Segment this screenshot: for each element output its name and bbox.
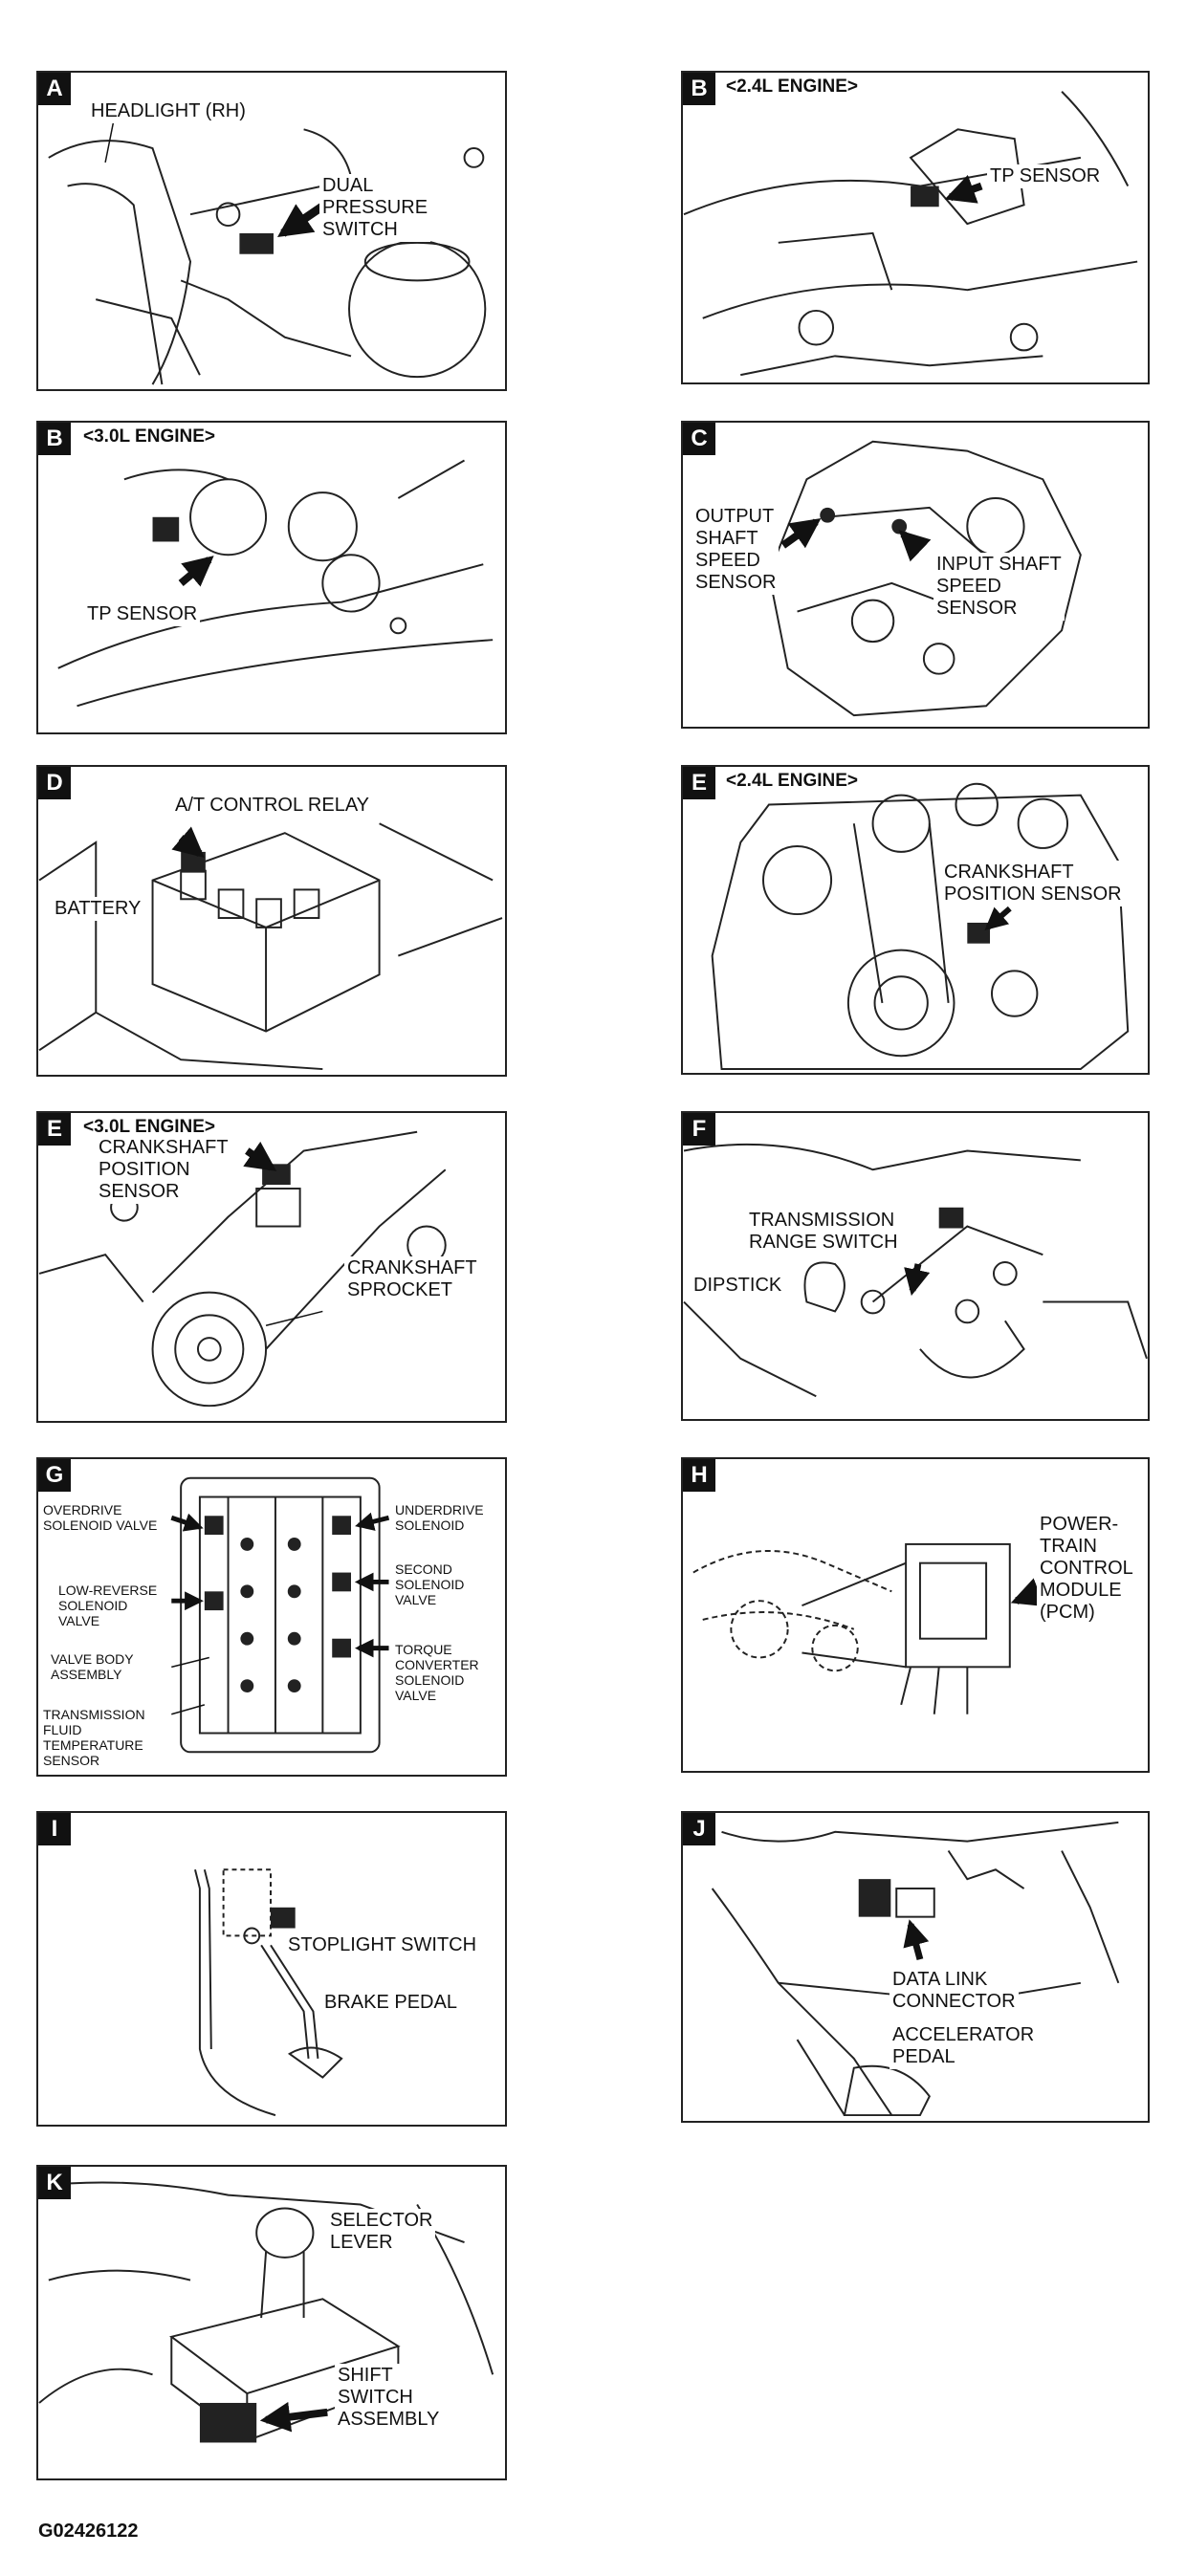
panel-f-letter: F	[683, 1113, 715, 1146]
overdrive-solenoid-valve-label: OVERDRIVE SOLENOID VALVE	[40, 1501, 161, 1534]
crankshaft-position-sensor-2-4l-label: CRANKSHAFT POSITION SENSOR	[941, 861, 1125, 906]
second-solenoid-valve-label: SECOND SOLENOID VALVE	[392, 1561, 468, 1608]
panel-k-letter: K	[38, 2167, 71, 2199]
panel-b30-header: <3.0L ENGINE>	[80, 426, 218, 448]
panel-b-tp-sensor-2-4l: B <2.4L ENGINE> TP SENSOR	[681, 71, 1150, 384]
low-reverse-solenoid-valve-label: LOW-REVERSE SOLENOID VALVE	[55, 1582, 161, 1629]
underdrive-solenoid-label: UNDERDRIVE SOLENOID	[392, 1501, 487, 1534]
crankshaft-position-sensor-3-0l-label: CRANKSHAFT POSITION SENSOR	[96, 1136, 231, 1204]
dipstick-label: DIPSTICK	[691, 1274, 785, 1298]
panel-i-illustration	[194, 1868, 343, 2117]
input-shaft-speed-sensor-label: INPUT SHAFT SPEED SENSOR	[933, 553, 1065, 621]
panel-f-illustration	[683, 1143, 1148, 1398]
selector-lever-label: SELECTOR LEVER	[327, 2209, 436, 2255]
panel-c-speed-sensors: C OUTPUT SHAFT SPEED SENSOR INPUT SHAFT …	[681, 421, 1150, 729]
panel-k-shift-switch-assembly: K SELECTOR LEVER SHIFT SWITCH ASSEMBLY	[36, 2165, 507, 2480]
panel-b24-illustration	[683, 91, 1138, 377]
panel-d-letter: D	[38, 767, 71, 799]
transmission-fluid-temperature-sensor-label: TRANSMISSION FLUID TEMPERATURE SENSOR	[40, 1706, 148, 1769]
crankshaft-sprocket-label: CRANKSHAFT SPROCKET	[344, 1256, 480, 1302]
panel-g-illustration	[170, 1476, 390, 1754]
panel-e24-letter: E	[683, 767, 715, 799]
panel-e-crankshaft-sensor-3-0l: E <3.0L ENGINE> CRANKSHAFT POSITION SENS…	[36, 1111, 507, 1423]
accelerator-pedal-label: ACCELERATOR PEDAL	[890, 2023, 1038, 2069]
panel-a-dual-pressure-switch: A HEADLIGHT (RH) DUAL PRESSURE SWITCH	[36, 71, 507, 391]
panel-j-letter: J	[683, 1813, 715, 1845]
figure-id: G02426122	[38, 2521, 139, 2542]
panel-d-at-control-relay: D A/T CONTROL RELAY BATTERY	[36, 765, 507, 1077]
panel-h-letter: H	[683, 1459, 715, 1492]
at-control-relay-label: A/T CONTROL RELAY	[172, 794, 373, 818]
pcm-label: POWER- TRAIN CONTROL MODULE (PCM)	[1037, 1513, 1136, 1625]
panel-b24-letter: B	[683, 73, 715, 105]
headlight-rh-label: HEADLIGHT (RH)	[88, 99, 249, 123]
panel-e30-letter: E	[38, 1113, 71, 1146]
battery-label: BATTERY	[52, 897, 144, 921]
panel-d-illustration	[38, 822, 503, 1071]
panel-e24-illustration	[711, 782, 1130, 1071]
panel-b30-letter: B	[38, 423, 71, 455]
panel-e-crankshaft-sensor-2-4l: E <2.4L ENGINE> CRANKSHAFT POSITION SENS…	[681, 765, 1150, 1075]
panel-h-pcm: H POWER- TRAIN CONTROL MODULE (PCM)	[681, 1457, 1150, 1773]
valve-body-assembly-label: VALVE BODY ASSEMBLY	[48, 1650, 137, 1683]
panel-i-letter: I	[38, 1813, 71, 1845]
panel-j-illustration	[711, 1821, 1120, 2117]
stoplight-switch-label: STOPLIGHT SWITCH	[285, 1933, 480, 1957]
tp-sensor-3-0l-label: TP SENSOR	[84, 602, 201, 626]
panel-c-letter: C	[683, 423, 715, 455]
transmission-range-switch-label: TRANSMISSION RANGE SWITCH	[746, 1209, 901, 1255]
panel-b30-illustration	[57, 459, 494, 708]
panel-g-valve-body-solenoids: G OVERDRIVE SOLENOID VALVE LOW-REVERSE S…	[36, 1457, 507, 1777]
panel-e24-header: <2.4L ENGINE>	[723, 771, 861, 792]
data-link-connector-label: DATA LINK CONNECTOR	[890, 1968, 1019, 2014]
panel-i-stoplight-switch: I STOPLIGHT SWITCH BRAKE PEDAL	[36, 1811, 507, 2127]
panel-g-letter: G	[38, 1459, 71, 1492]
dual-pressure-switch-label: DUAL PRESSURE SWITCH	[319, 174, 431, 242]
brake-pedal-label: BRAKE PEDAL	[321, 1991, 460, 2015]
panel-b24-header: <2.4L ENGINE>	[723, 76, 861, 98]
panel-f-transmission-range-switch: F TRANSMISSION RANGE SWITCH DIPSTICK	[681, 1111, 1150, 1421]
panel-j-data-link-connector: J DATA LINK CONNECTOR ACCELERATOR PEDAL	[681, 1811, 1150, 2123]
torque-converter-solenoid-valve-label: TORQUE CONVERTER SOLENOID VALVE	[392, 1641, 482, 1704]
shift-switch-assembly-label: SHIFT SWITCH ASSEMBLY	[335, 2364, 443, 2432]
panel-k-illustration	[38, 2181, 494, 2443]
panel-b-tp-sensor-3-0l: B <3.0L ENGINE> TP SENSOR	[36, 421, 507, 734]
tp-sensor-2-4l-label: TP SENSOR	[987, 164, 1104, 188]
output-shaft-speed-sensor-label: OUTPUT SHAFT SPEED SENSOR	[692, 505, 780, 595]
panel-a-letter: A	[38, 73, 71, 105]
panel-h-illustration	[692, 1542, 1073, 1714]
panel-e30-header: <3.0L ENGINE>	[80, 1117, 218, 1138]
